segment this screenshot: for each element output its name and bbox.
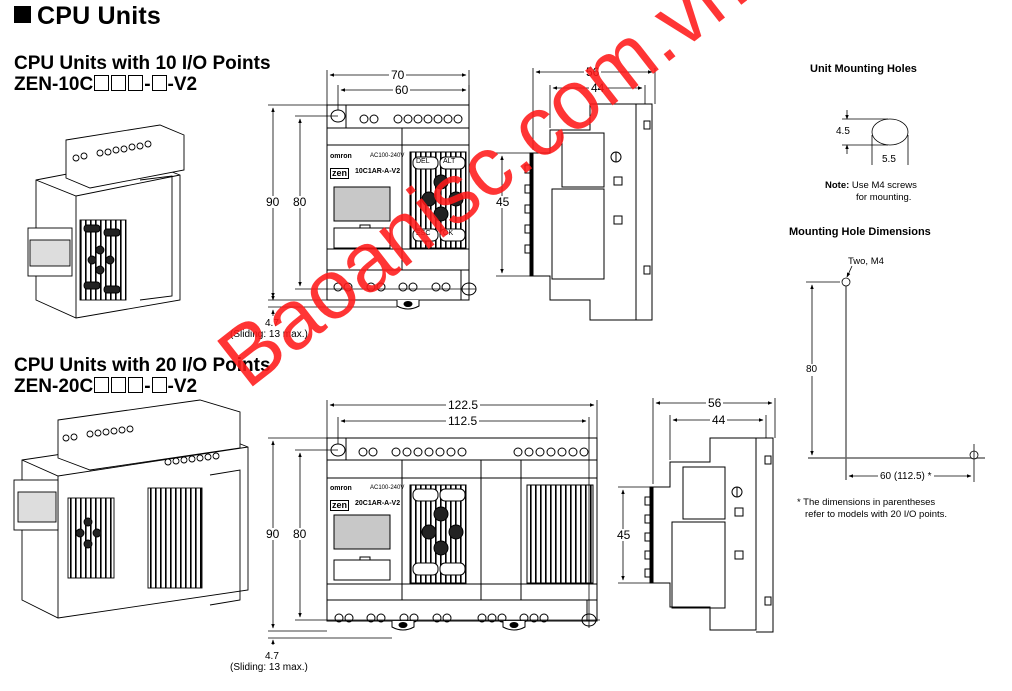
- sliding-note-20: (Sliding: 13 max.): [230, 662, 308, 673]
- key-del-10: DEL: [416, 158, 430, 165]
- side-height-10: 45: [494, 195, 512, 209]
- mount-vertical-dim: 80: [804, 364, 820, 376]
- model-label-10: 10C1AR-A-V2: [355, 168, 401, 175]
- voltage-10: AC100-240V: [370, 153, 405, 159]
- side-dims-10io: [496, 68, 656, 277]
- sliding-note-10: (Sliding: 13 max.): [230, 329, 308, 340]
- side-view-10io: [524, 103, 653, 321]
- side-depth-total-20: 56: [706, 396, 724, 410]
- section-10-model: ZEN-10C--V2: [14, 74, 198, 95]
- key-alt-10: ALT: [443, 158, 456, 165]
- side-height-20: 45: [615, 528, 633, 542]
- footnote: * The dimensions in parentheses refer to…: [797, 497, 948, 520]
- dim-bottom-offset-20: 4.7: [265, 651, 279, 662]
- unit-mounting-hole: [842, 110, 909, 165]
- square-bullet-icon: [14, 6, 31, 23]
- section-20-heading: CPU Units with 20 I/O Points ZEN-20C--V2: [14, 355, 271, 397]
- dim-height-total-20: 90: [264, 527, 282, 541]
- dim-width-holes-20: 112.5: [446, 414, 480, 428]
- two-m4-callout: Two, M4: [848, 256, 884, 267]
- isometric-20io: [13, 399, 249, 619]
- key-esc-10: ESC: [416, 230, 431, 237]
- side-depth-body-20: 44: [710, 413, 728, 427]
- hole-height: 4.5: [834, 126, 852, 138]
- zen-logo-10: zen: [330, 168, 350, 179]
- brand-omron-20: omron: [330, 485, 352, 492]
- front-view-20io: [326, 437, 598, 631]
- key-ok-10: OK: [443, 230, 454, 237]
- mount-horizontal-dim: 60 (112.5) *: [878, 471, 934, 483]
- dim-width-total-10: 70: [389, 68, 407, 82]
- zen-logo-20: zen: [330, 500, 350, 511]
- section-20-title: CPU Units with 20 I/O Points: [14, 355, 271, 376]
- dim-height-total-10: 90: [264, 195, 282, 209]
- mounting-note: Note: Use M4 screws for mounting.: [825, 180, 917, 203]
- mounting-hole-dims-title: Mounting Hole Dimensions: [789, 226, 931, 238]
- side-depth-body-10: 44: [589, 81, 607, 95]
- section-10-title: CPU Units with 10 I/O Points: [14, 53, 271, 74]
- model-label-20: 20C1AR-A-V2: [355, 500, 401, 507]
- side-depth-total-10: 56: [584, 65, 602, 79]
- side-dims-20io: [618, 398, 776, 584]
- voltage-20: AC100-240V: [370, 485, 405, 491]
- unit-mounting-holes-title: Unit Mounting Holes: [810, 63, 917, 75]
- front-view-10io: [326, 104, 477, 310]
- brand-omron-10: omron: [330, 153, 352, 160]
- dim-height-holes-20: 80: [291, 527, 309, 541]
- dim-bottom-offset-10: 4.7: [265, 318, 279, 329]
- dim-width-total-20: 122.5: [446, 398, 481, 412]
- mounting-hole-dims: [806, 265, 985, 482]
- section-10-heading: CPU Units with 10 I/O Points ZEN-10C--V2: [14, 53, 271, 95]
- hole-width: 5.5: [880, 154, 898, 166]
- side-view-20io: [644, 437, 774, 633]
- page-title: CPU Units: [14, 2, 161, 31]
- isometric-10io: [27, 124, 185, 319]
- dim-height-holes-10: 80: [291, 195, 309, 209]
- dim-width-holes-10: 60: [393, 83, 411, 97]
- section-20-model: ZEN-20C--V2: [14, 376, 198, 397]
